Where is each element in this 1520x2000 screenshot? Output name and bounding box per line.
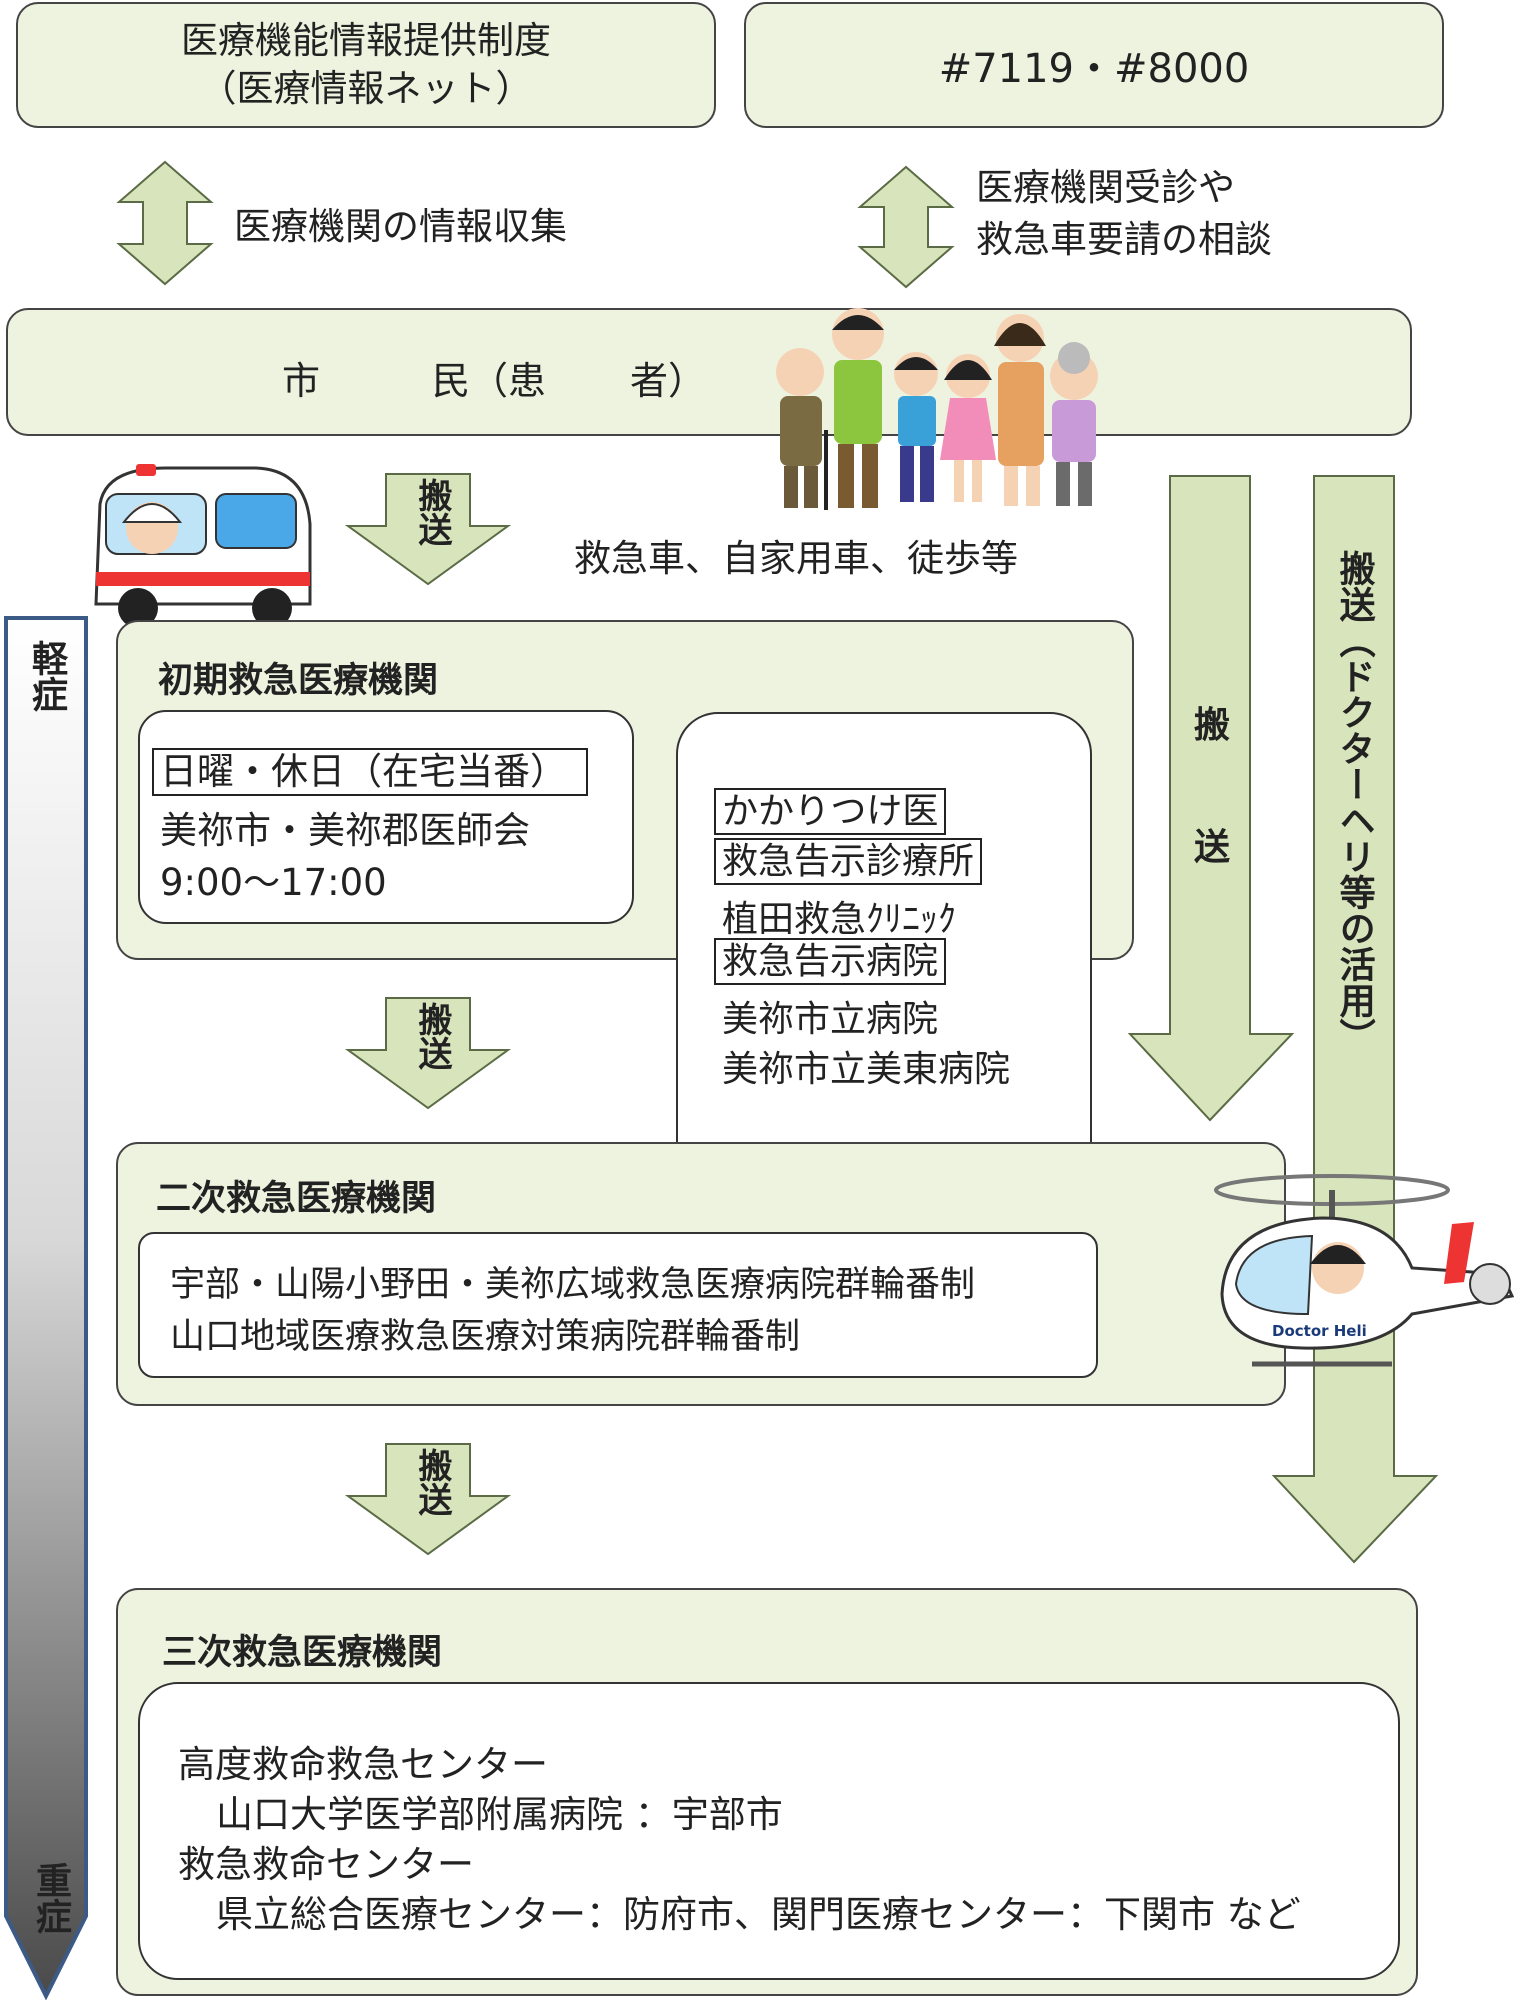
mine-mito-hospital: 美祢市立美東病院 [722, 1049, 1011, 1090]
left-exchange-label: 医療機関の情報収集 [234, 205, 567, 248]
heli-transport-label: 搬送（ドクターヘリ等の活用） [1333, 550, 1375, 1054]
tertiary-emergency-title: 三次救急医療機関 [162, 1633, 443, 1673]
transport-arrow-2 [344, 997, 512, 1110]
secondary-rotation-line1: 宇部・山陽小野田・美祢広域救急医療病院群輪番制 [170, 1265, 976, 1305]
citizen-label-2: 民（患 [432, 359, 547, 403]
right-exchange-arrow [857, 165, 955, 289]
doctors-association: 美祢市・美祢郡医師会 [160, 809, 530, 852]
citizen-label-3: 者） [630, 359, 707, 403]
ueda-clinic: 植田救急ｸﾘﾆｯｸ [722, 899, 957, 940]
hotline-numbers: #7119・#8000 [938, 46, 1250, 92]
direct-transport-char-2: 送 [1194, 827, 1231, 868]
left-exchange-arrow [116, 160, 214, 286]
right-exchange-line2: 救急車要請の相談 [976, 217, 1272, 261]
holiday-duty-box: 日曜・休日（在宅当番） 美祢市・美祢郡医師会 9:00〜17:00 [138, 710, 634, 924]
duty-hours: 9:00〜17:00 [160, 861, 387, 904]
primary-emergency-title: 初期救急医療機関 [158, 661, 439, 701]
advanced-center-heading: 高度救命救急センター [178, 1743, 548, 1786]
holiday-duty-header: 日曜・休日（在宅当番） [152, 748, 588, 797]
lifesaving-center-detail: 県立総合医療センター：防府市、関門医療センター：下関市 など [216, 1893, 1301, 1936]
direct-transport-char-1: 搬 [1194, 705, 1231, 746]
notified-clinic-heading: 救急告示診療所 [714, 838, 983, 886]
severity-gradient-arrow [4, 616, 88, 2000]
mine-city-hospital: 美祢市立病院 [722, 999, 939, 1040]
doctor-heli-illustration: Doctor Heli [1214, 1174, 1515, 1367]
right-exchange-line1: 医療機関受診や [976, 166, 1235, 209]
transport-arrow-1 [344, 473, 512, 586]
citizen-label-1: 市 [282, 359, 321, 403]
tertiary-centers-box: 高度救命救急センター 山口大学医学部附属病院 ：宇部市 救急救命センター 県立総… [138, 1682, 1400, 1980]
heli-logo-text: Doctor Heli [1272, 1322, 1367, 1340]
family-doctor-box: かかりつけ医 救急告示診療所 植田救急ｸﾘﾆｯｸ 救急告示病院 美祢市立病院 美… [676, 712, 1092, 1214]
transport-arrow-3-label: 搬送 [412, 1448, 452, 1516]
secondary-emergency-title: 二次救急医療機関 [156, 1179, 437, 1219]
family-illustration [776, 308, 1098, 510]
right-exchange-label: 医療機関受診や 救急車要請の相談 [976, 162, 1272, 266]
info-provision-subtitle: （医療情報ネット） [199, 67, 533, 110]
severity-severe-label: 重症 [30, 1862, 71, 1934]
secondary-rotation-box: 宇部・山陽小野田・美祢広域救急医療病院群輪番制 山口地域医療救急医療対策病院群輪… [138, 1232, 1098, 1378]
transport-arrow-2-label: 搬送 [412, 1002, 452, 1070]
lifesaving-center-heading: 救急救命センター [178, 1843, 474, 1886]
notified-hospital-heading: 救急告示病院 [714, 938, 947, 986]
advanced-center-detail: 山口大学医学部附属病院 ：宇部市 [216, 1793, 783, 1836]
direct-transport-label: 搬 送 [1194, 696, 1230, 870]
family-doctor-heading: かかりつけ医 [714, 788, 947, 836]
hotline-box: #7119・#8000 [744, 2, 1444, 128]
transport-means-label: 救急車、自家用車、徒歩等 [574, 537, 1018, 580]
transport-arrow-1-label: 搬送 [412, 478, 452, 546]
ambulance-illustration [94, 464, 312, 628]
direct-transport-arrow [1127, 475, 1295, 1122]
secondary-rotation-line2: 山口地域医療救急医療対策病院群輪番制 [170, 1317, 801, 1357]
citizen-bar: 市 民（患 者） [6, 308, 1412, 436]
severity-mild-label: 軽症 [26, 640, 67, 712]
transport-arrow-3 [344, 1443, 512, 1556]
info-provision-box: 医療機能情報提供制度 （医療情報ネット） [16, 2, 716, 128]
info-provision-title: 医療機能情報提供制度 [181, 18, 551, 62]
